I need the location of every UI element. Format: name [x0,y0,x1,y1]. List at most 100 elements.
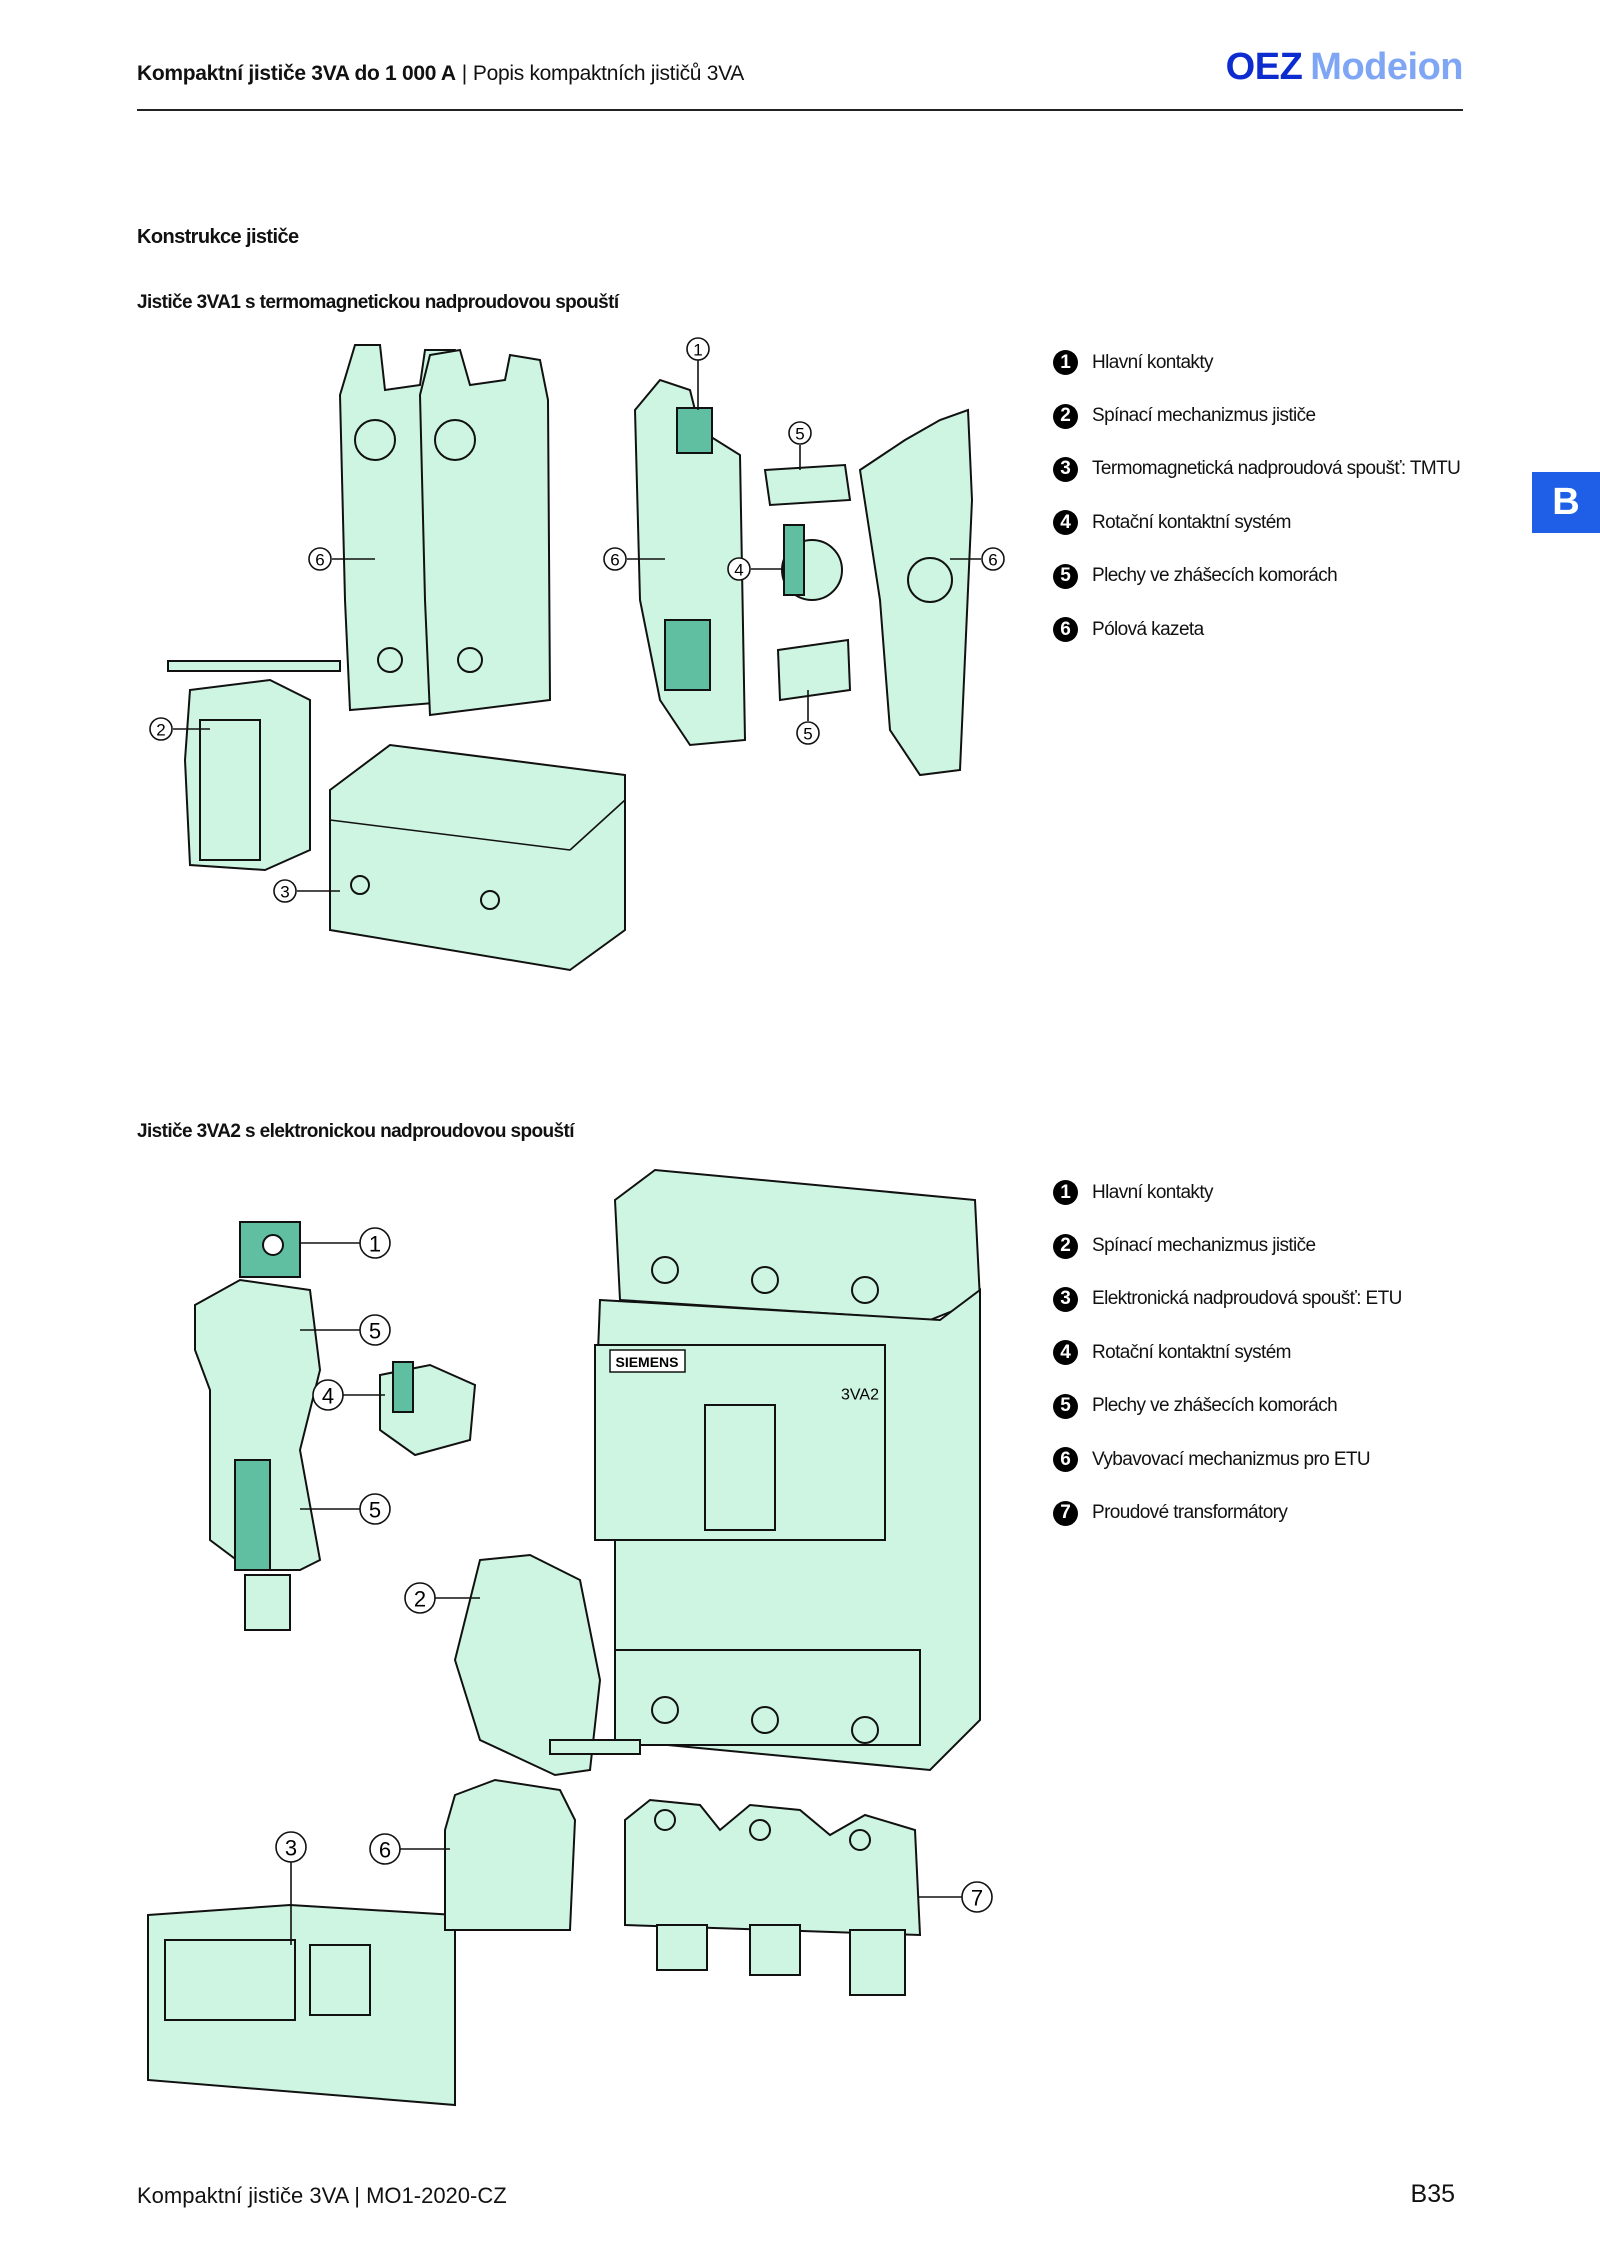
callout-marker: 6 [369,1833,401,1865]
siemens-brand: SIEMENS [615,1354,678,1370]
logo-brand: OEZ [1225,46,1303,88]
callout-marker: 5 [359,1493,391,1525]
legend-text: Proudové transformátory [1092,1502,1288,1524]
callout-circle [273,879,297,903]
legend-text: Spínací mechanizmus jističe [1092,405,1316,427]
callout-circle [369,1833,401,1865]
legend-number-badge: 1 [1053,350,1078,376]
contact-system [194,1221,322,1631]
legend-number-badge: 5 [1053,1393,1078,1419]
section-title-3va2: Jističe 3VA2 s elektronickou nadproudovo… [137,1121,575,1142]
callout-marker: 4 [312,1379,344,1411]
diagram-3va2: SIEMENS 3VA2 [147,1168,982,2107]
section-title-3va1: Jističe 3VA1 s termomagnetickou nadproud… [137,292,619,313]
callout-marker: 6 [981,547,1005,571]
legend-number-badge: 7 [1053,1500,1078,1526]
legend-text: Plechy ve zhášecích komorách [1092,565,1338,587]
legend-text: Vybavovací mechanizmus pro ETU [1092,1448,1371,1470]
callout-number: 2 [156,721,165,740]
legend-number-badge: 6 [1053,1447,1078,1473]
page-number: B35 [1410,2180,1455,2208]
callout-number: 6 [379,1838,391,1863]
pole-cassette-right [858,408,974,777]
legend-item: 3 Termomagnetická nadproudová spoušť: TMT… [1053,443,1461,496]
pole-cassettes-pair [338,344,552,717]
callout-marker: 3 [275,1831,307,1863]
legend-number-badge: 2 [1053,1233,1078,1259]
callout-circle [961,1881,993,1913]
callout-number: 3 [285,1836,297,1861]
callout-circle [275,1831,307,1863]
tmtu-trip-unit [329,743,626,972]
legend-text: Hlavní kontakty [1092,1181,1214,1203]
callout-number: 3 [280,883,289,902]
callout-leaders [173,360,981,1945]
callout-circle [796,721,820,745]
logo-product: Modeion [1310,46,1463,88]
header-separator: | [461,62,467,85]
footer-text: Kompaktní jističe 3VA | MO1-2020-CZ [137,2183,507,2208]
legend-number-badge: 3 [1053,456,1078,482]
device-model: 3VA2 [841,1387,879,1404]
legend-text: Rotační kontaktní systém [1092,511,1292,533]
header-title: Kompaktní jističe 3VA do 1 000 A [137,62,456,85]
callout-circle [308,547,332,571]
legend-text: Termomagnetická nadproudová spoušť: TMTU [1092,458,1461,480]
callout-circle [359,1493,391,1525]
legend-item: 5 Plechy ve zhášecích komorách [1053,1380,1402,1433]
callout-marker: 2 [404,1582,436,1614]
legend-3va1: 1 Hlavní kontakty 2 Spínací mechanizmus jis… [1053,336,1461,656]
legend-number-badge: 5 [1053,563,1078,589]
callout-marker: 1 [359,1227,391,1259]
pole-cassette-center [633,378,747,747]
callout-marker: 1 [686,337,710,361]
rotary-contact-part [379,1361,477,1457]
callout-circle [686,337,710,361]
trip-mechanism-etu [444,1778,577,1931]
legend-text: Rotační kontaktní systém [1092,1341,1292,1363]
callout-marker: 5 [359,1314,391,1346]
callout-marker: 5 [796,721,820,745]
callout-circle [727,557,751,581]
callout-marker: 7 [961,1881,993,1913]
callout-marker: 4 [727,557,751,581]
etu-trip-unit [147,1903,456,2107]
legend-item: 6 Vybavovací mechanizmus pro ETU [1053,1433,1402,1486]
legend-text: Plechy ve zhášecích komorách [1092,1395,1338,1417]
callout-circle [359,1227,391,1259]
legend-item: 7 Proudové transformátory [1053,1486,1402,1539]
legend-text: Elektronická nadproudová spoušť: ETU [1092,1288,1402,1310]
arc-chutes [763,463,852,702]
switching-mechanism [167,660,341,872]
legend-number-badge: 2 [1053,403,1078,429]
callout-circle [312,1379,344,1411]
legend-number-badge: 1 [1053,1180,1078,1206]
rotary-contact [781,524,843,601]
callout-number: 1 [369,1232,381,1257]
callout-marker: 6 [308,547,332,571]
callout-number: 6 [610,551,619,570]
callout-number: 6 [988,551,997,570]
legend-item: 1 Hlavní kontakty [1053,1166,1402,1219]
section-tab: B [1532,472,1600,533]
callout-circle [359,1314,391,1346]
callout-circle [981,547,1005,571]
page-heading: Konstrukce jističe [137,226,299,248]
legend-text: Hlavní kontakty [1092,351,1214,373]
callout-number: 6 [315,551,324,570]
callout-number: 5 [803,725,812,744]
running-header: Kompaktní jističe 3VA do 1 000 A|Popis k… [137,62,744,86]
callout-circle [603,547,627,571]
callout-marker: 2 [149,717,173,741]
legend-item: 1 Hlavní kontakty [1053,336,1460,389]
callout-circle [788,421,812,445]
callout-number: 7 [971,1886,983,1911]
breaker-body: SIEMENS 3VA2 [593,1168,982,1772]
legend-number-badge: 6 [1053,617,1078,643]
